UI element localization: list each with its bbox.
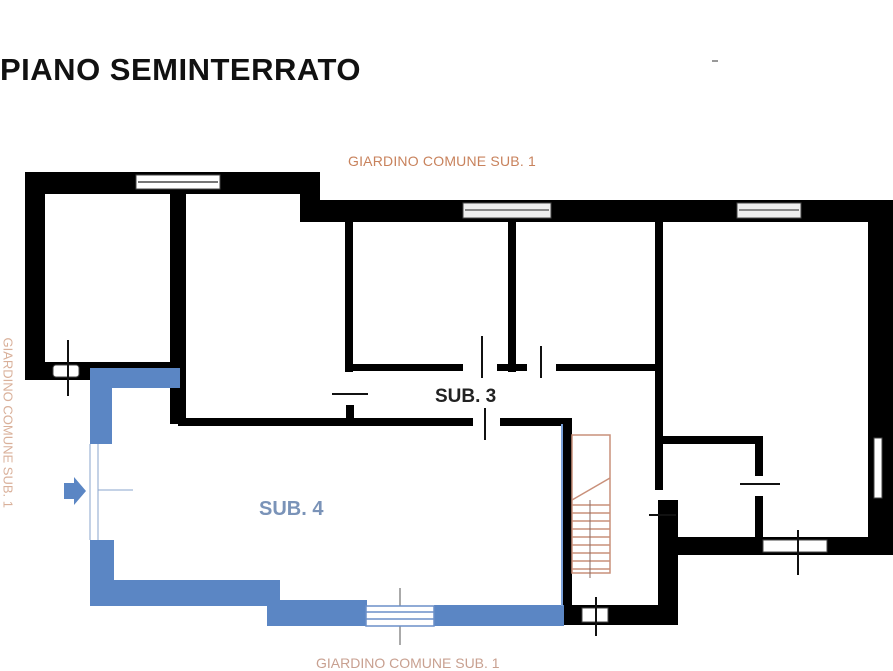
scan-mark — [712, 60, 718, 62]
windows — [52, 174, 883, 623]
unit-4-entry-door — [89, 444, 133, 540]
unit-3-label: SUB. 3 — [435, 386, 497, 407]
staircase — [571, 434, 611, 578]
door-marks — [332, 336, 780, 516]
unit-4-label: SUB. 4 — [259, 498, 324, 520]
garden-label-bottom: GIARDINO COMUNE SUB. 1 — [316, 655, 500, 671]
garden-label-top: GIARDINO COMUNE SUB. 1 — [348, 153, 536, 169]
entrance-arrow-icon — [64, 477, 86, 505]
unit-4-window — [365, 605, 435, 627]
interior-walls — [178, 220, 763, 538]
unit-4-walls — [90, 368, 564, 626]
floor-plan-title: PIANO SEMINTERRATO — [0, 52, 361, 87]
